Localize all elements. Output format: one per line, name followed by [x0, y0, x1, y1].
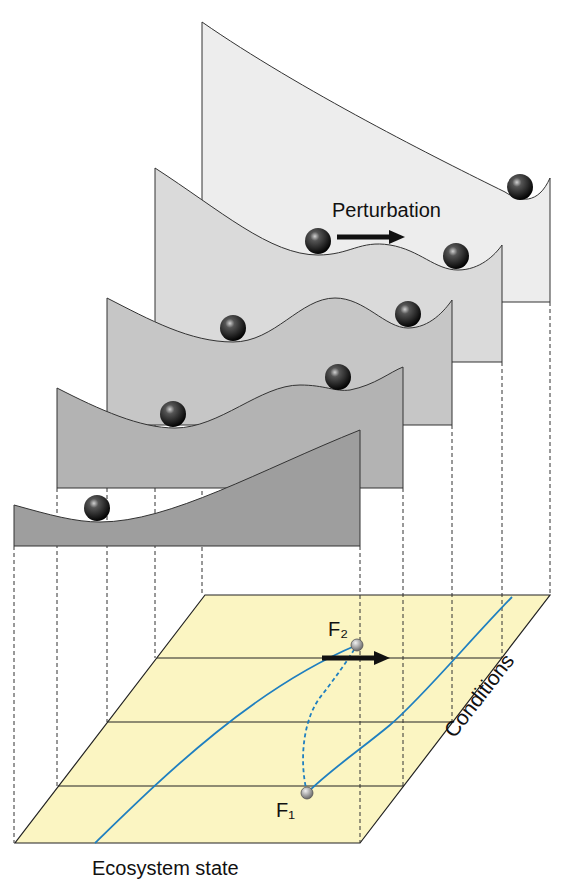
bifurcation-point: [301, 787, 313, 799]
ball: [84, 174, 533, 521]
stability-landscapes: [14, 22, 550, 546]
perturbation-arrow: [337, 230, 405, 244]
shift-arrow: [322, 651, 390, 665]
conditions-plane: [15, 595, 550, 843]
axis-label: Ecosystem state: [92, 858, 239, 878]
perturbation-label: Perturbation: [332, 200, 441, 220]
point-label: F₂: [328, 619, 348, 639]
bifurcation-point: [351, 639, 363, 651]
point-label: F₁: [276, 800, 295, 820]
plane-grid: [58, 658, 502, 786]
